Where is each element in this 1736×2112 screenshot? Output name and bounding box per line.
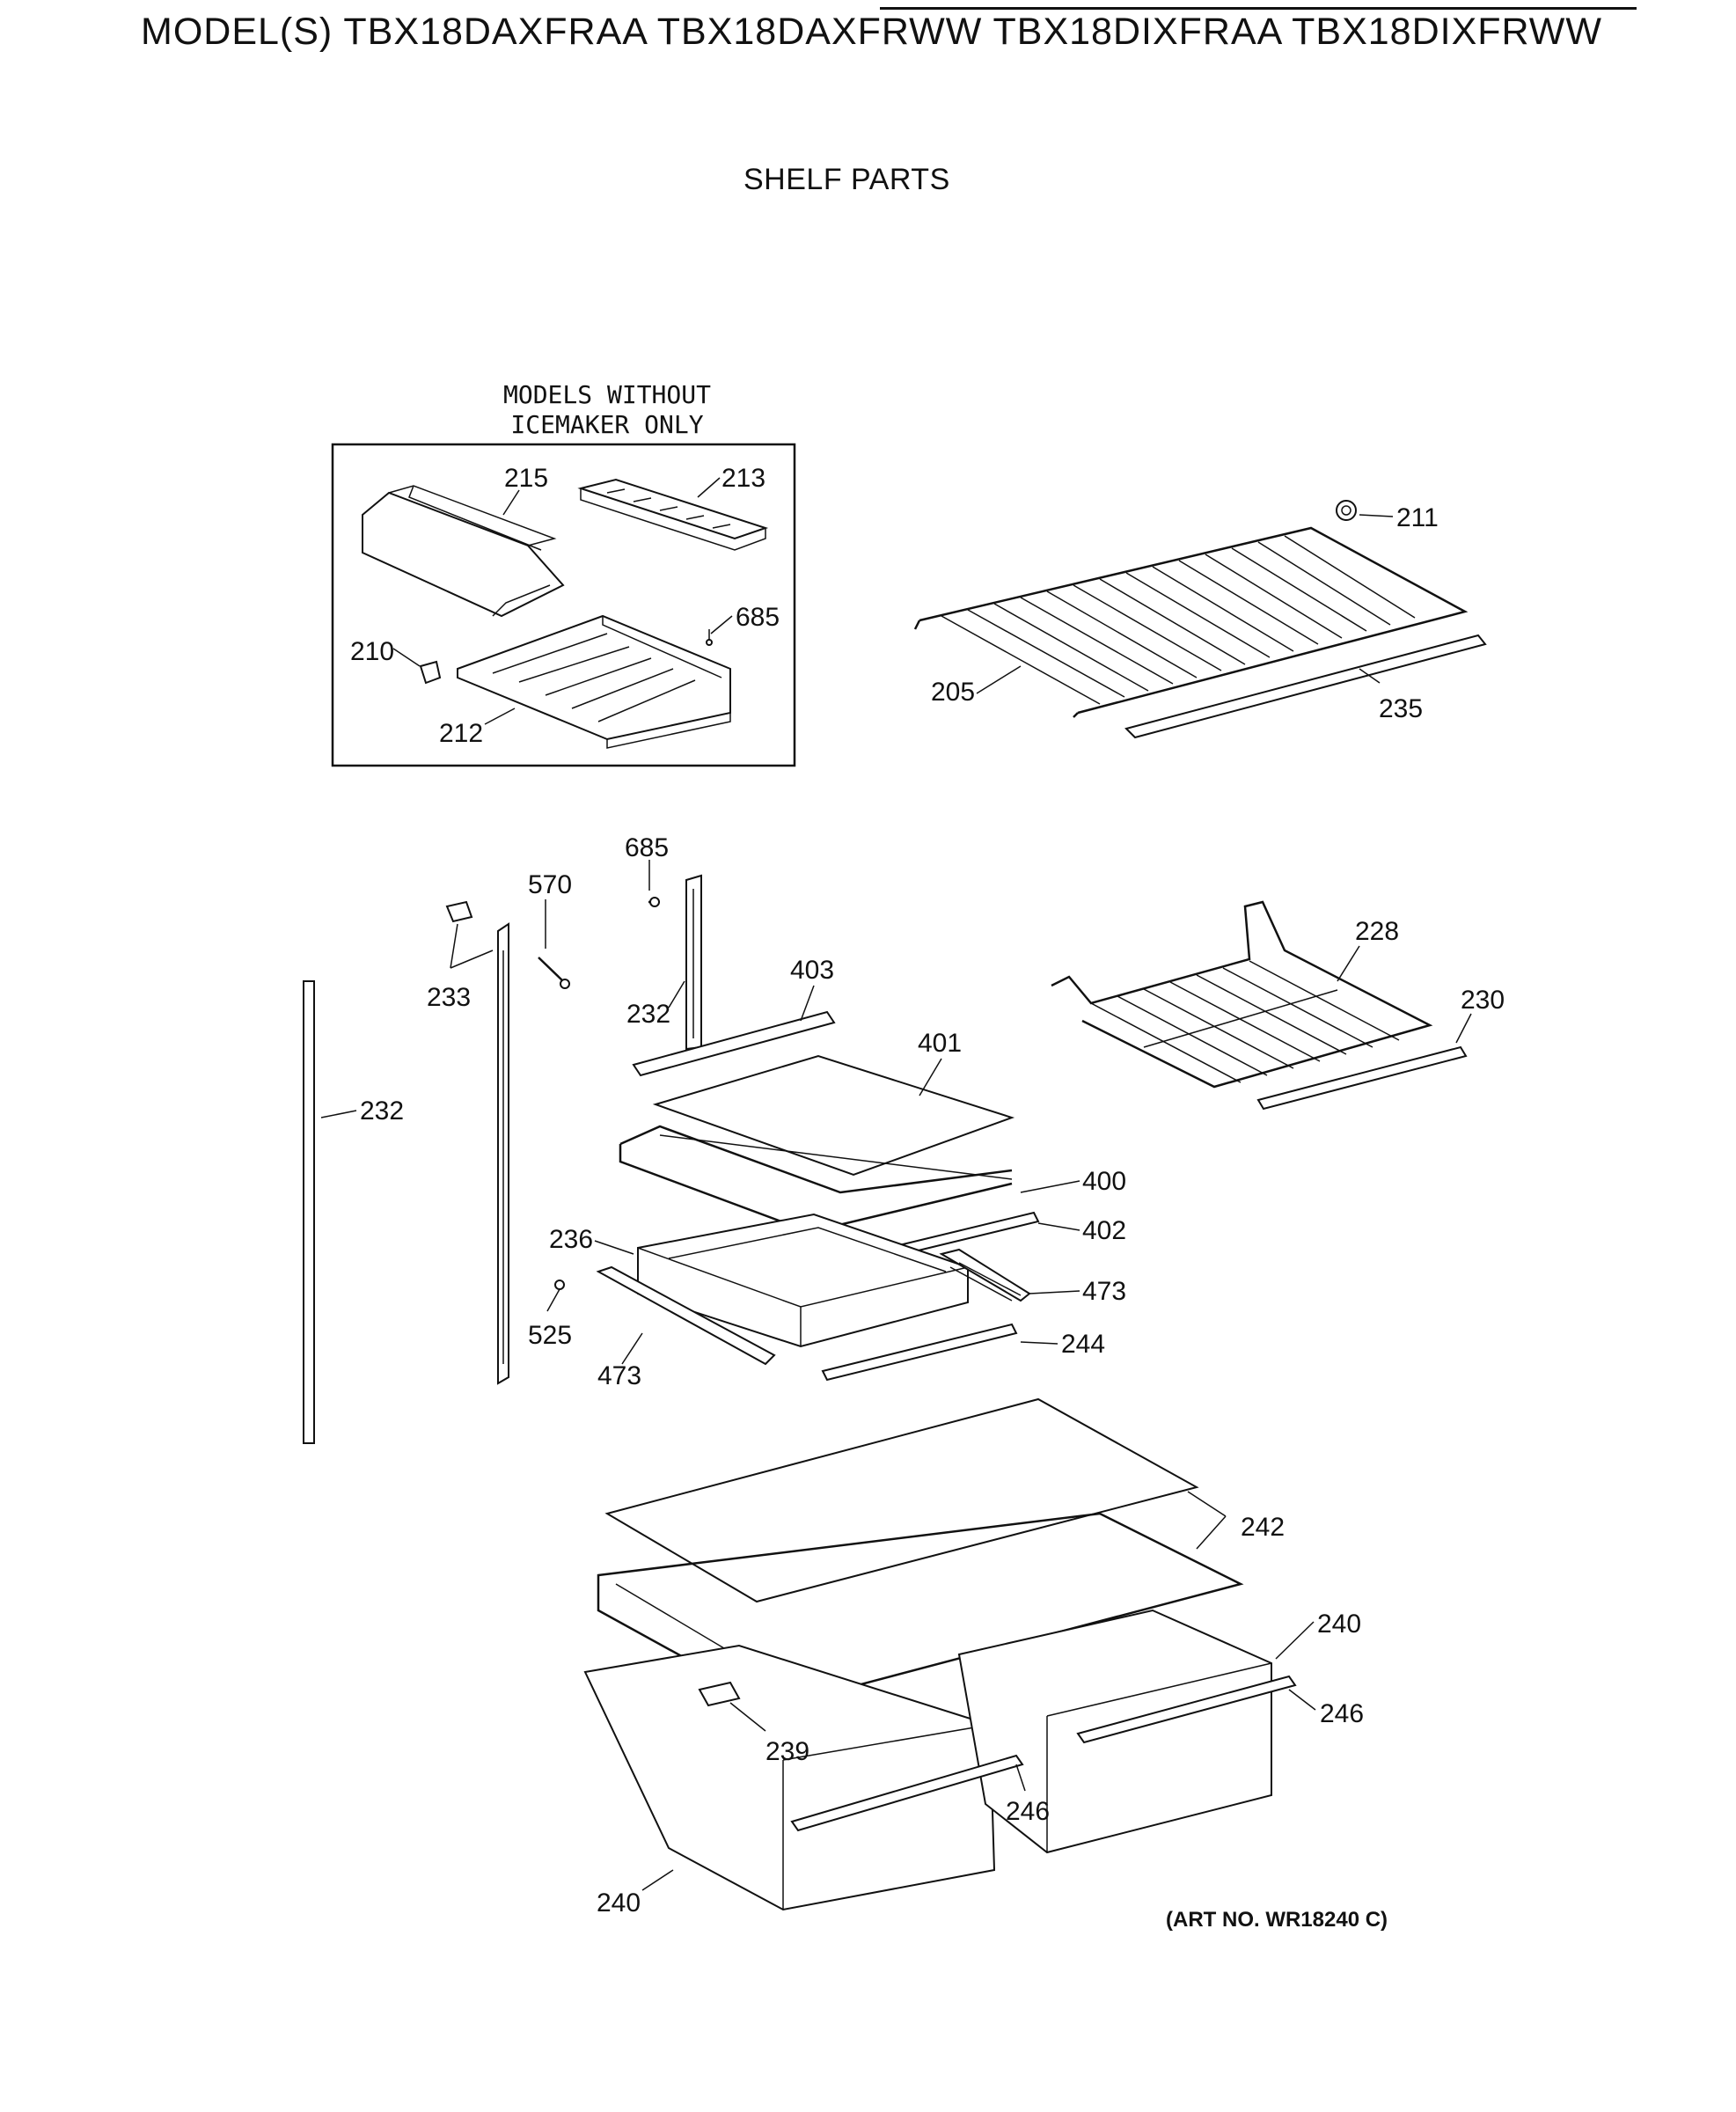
shelf-frame-400[interactable] (619, 1125, 1013, 1234)
slide-rail-473-left[interactable] (596, 1265, 776, 1366)
shelf-trim-403[interactable] (632, 1010, 836, 1077)
callout-205: 205 (931, 678, 975, 707)
callout-242: 242 (1241, 1513, 1285, 1542)
callout-244: 244 (1061, 1330, 1105, 1359)
leader-lines (320, 477, 1472, 1891)
callout-240-left: 240 (597, 1888, 641, 1918)
callout-213: 213 (722, 464, 765, 493)
ice-tray-rack-212[interactable] (457, 614, 731, 749)
callout-228: 228 (1355, 917, 1399, 946)
art-number: (ART NO. WR18240 C) (1166, 1908, 1388, 1932)
shelf-ladder-rail[interactable] (497, 922, 509, 1385)
callout-403: 403 (790, 956, 834, 985)
drawer-front-244[interactable] (821, 1323, 1018, 1382)
inset-note: MODELS WITHOUT ICEMAKER ONLY (475, 380, 739, 440)
callout-215: 215 (504, 464, 548, 493)
crisper-handle-246-right[interactable] (1076, 1675, 1297, 1744)
callout-525: 525 (528, 1321, 572, 1350)
callout-230: 230 (1461, 986, 1505, 1015)
inset-note-line-2: ICEMAKER ONLY (510, 410, 704, 439)
screw-525[interactable] (554, 1280, 565, 1290)
wire-shelf-205[interactable] (913, 526, 1469, 718)
callout-473-left: 473 (597, 1361, 641, 1390)
section-title: SHELF PARTS (743, 163, 950, 196)
screw-570[interactable] (538, 957, 570, 989)
callout-570: 570 (528, 870, 572, 899)
callout-210: 210 (350, 637, 394, 666)
wire-shelf-228[interactable] (1051, 900, 1433, 1089)
callout-239: 239 (765, 1737, 809, 1766)
stop-211[interactable] (1336, 500, 1357, 521)
rail-232-left[interactable] (303, 980, 315, 1444)
callout-685: 685 (625, 833, 669, 862)
callout-402: 402 (1082, 1216, 1126, 1245)
ice-tray-213[interactable] (577, 478, 769, 551)
screw-685[interactable] (648, 897, 660, 907)
screw-685-inset[interactable] (706, 629, 713, 646)
callout-232-left: 232 (360, 1096, 404, 1126)
crisper-handle-246-left[interactable] (790, 1754, 1024, 1832)
rail-232-upper[interactable] (685, 874, 702, 1051)
callout-212: 212 (439, 719, 483, 748)
model-list-header: MODEL(S) TBX18DAXFRAA TBX18DAXFRWW TBX18… (141, 11, 1602, 53)
shelf-trim-235[interactable] (1124, 634, 1487, 739)
shelf-trim-230[interactable] (1256, 1045, 1468, 1111)
callout-246-right: 246 (1320, 1699, 1364, 1728)
callout-473-right: 473 (1082, 1277, 1126, 1306)
thumbscrew-210[interactable] (419, 660, 442, 685)
callout-232-upper: 232 (626, 1000, 670, 1029)
callout-211: 211 (1396, 503, 1439, 532)
drawer-236[interactable] (637, 1213, 969, 1348)
callout-400: 400 (1082, 1167, 1126, 1196)
support-239[interactable] (698, 1681, 741, 1707)
callout-401: 401 (918, 1029, 962, 1058)
clip-233[interactable] (445, 900, 473, 923)
callout-685-inset: 685 (736, 603, 780, 632)
header-rule (880, 7, 1637, 10)
callout-236: 236 (549, 1225, 593, 1254)
ice-bucket-215[interactable] (362, 485, 565, 618)
callout-235: 235 (1379, 694, 1423, 723)
callout-246-left: 246 (1006, 1797, 1050, 1826)
callout-240-right: 240 (1317, 1610, 1361, 1639)
crisper-drawer-240-left[interactable] (583, 1644, 996, 1911)
inset-frame (331, 443, 796, 767)
callout-233: 233 (427, 983, 471, 1012)
inset-note-line-1: MODELS WITHOUT (502, 380, 711, 409)
